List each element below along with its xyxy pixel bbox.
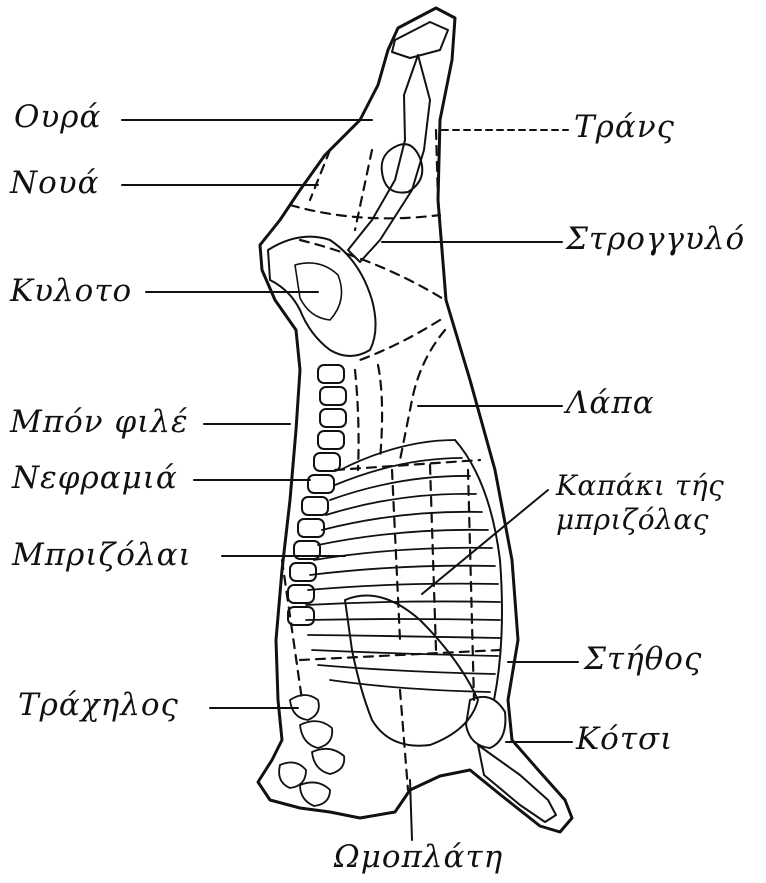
label-noua: Νουά	[10, 168, 100, 199]
label-kyloto: Κυλοτο	[10, 276, 132, 307]
neck-vertebrae	[279, 695, 344, 806]
femur-bone	[348, 55, 430, 262]
label-kapaki-line1: Καπάκι τής	[556, 472, 724, 500]
shank-bone	[478, 745, 556, 822]
label-omoplati: Ωμοπλάτη	[334, 842, 503, 873]
carcass-outline	[258, 8, 572, 832]
label-brizolai: Μπριζόλαι	[12, 540, 192, 571]
label-neframia: Νεφραμιά	[12, 463, 178, 494]
leader-kapaki	[422, 490, 548, 594]
label-kotsi: Κότσι	[576, 724, 673, 755]
pelvis-bone	[268, 237, 376, 356]
label-trachilos: Τράχηλος	[18, 690, 179, 721]
label-stithos: Στήθος	[584, 644, 702, 675]
label-strongylo: Στρογγυλό	[566, 224, 745, 255]
label-lapa: Λάπα	[566, 388, 655, 419]
label-bon-file: Μπόν φιλέ	[10, 407, 189, 438]
label-kapaki-line2: μπριζόλας	[556, 506, 709, 534]
sternum	[455, 440, 502, 700]
label-trans: Τράνς	[574, 112, 675, 143]
label-oura: Ουρά	[14, 102, 101, 133]
humerus-bone	[466, 697, 505, 748]
